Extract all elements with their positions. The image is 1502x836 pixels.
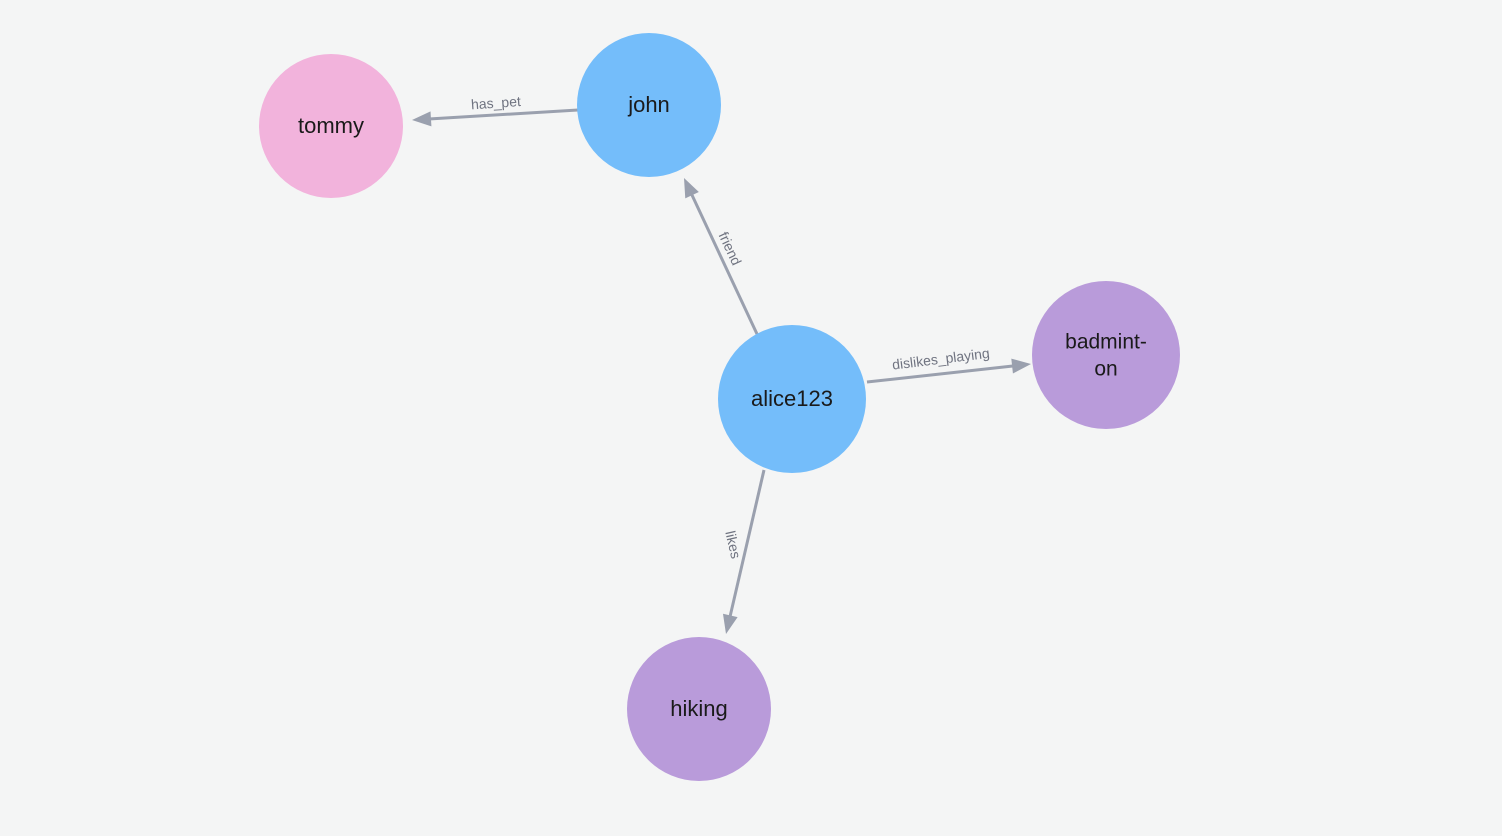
edge-label: dislikes_playing xyxy=(891,345,990,373)
node-circle[interactable] xyxy=(1032,281,1180,429)
graph-node-john[interactable]: john xyxy=(577,33,721,177)
edges-layer xyxy=(412,108,1031,634)
edge-label: likes xyxy=(722,529,744,560)
node-circle[interactable] xyxy=(718,325,866,473)
edge-arrowhead-icon xyxy=(684,178,699,199)
edge-line xyxy=(866,364,1017,384)
edge-arrowhead-icon xyxy=(1011,358,1031,374)
node-label: hiking xyxy=(670,696,727,721)
graph-edge[interactable] xyxy=(684,178,759,335)
node-label: tommy xyxy=(298,113,364,138)
edge-label: has_pet xyxy=(470,93,521,112)
graph-node-badminton[interactable]: badmint-on xyxy=(1032,281,1180,429)
node-circle[interactable] xyxy=(259,54,403,198)
graph-node-hiking[interactable]: hiking xyxy=(627,637,771,781)
edge-label: friend xyxy=(716,229,745,268)
graph-node-tommy[interactable]: tommy xyxy=(259,54,403,198)
nodes-layer: alice123 john tommy badmint-on hiking xyxy=(259,33,1180,781)
graph-node-alice123[interactable]: alice123 xyxy=(718,325,866,473)
edge-line xyxy=(727,469,766,620)
node-label: badmint-on xyxy=(1065,331,1147,381)
edge-arrowhead-icon xyxy=(412,111,432,127)
edge-line xyxy=(426,108,579,121)
node-circle[interactable] xyxy=(577,33,721,177)
node-label: alice123 xyxy=(751,386,833,411)
graph-edge[interactable] xyxy=(722,469,766,634)
node-label: john xyxy=(627,92,670,117)
graph-edge[interactable] xyxy=(412,108,579,127)
edge-line xyxy=(688,190,759,335)
node-circle[interactable] xyxy=(627,637,771,781)
edge-arrowhead-icon xyxy=(722,613,738,634)
graph-edge[interactable] xyxy=(866,358,1031,384)
